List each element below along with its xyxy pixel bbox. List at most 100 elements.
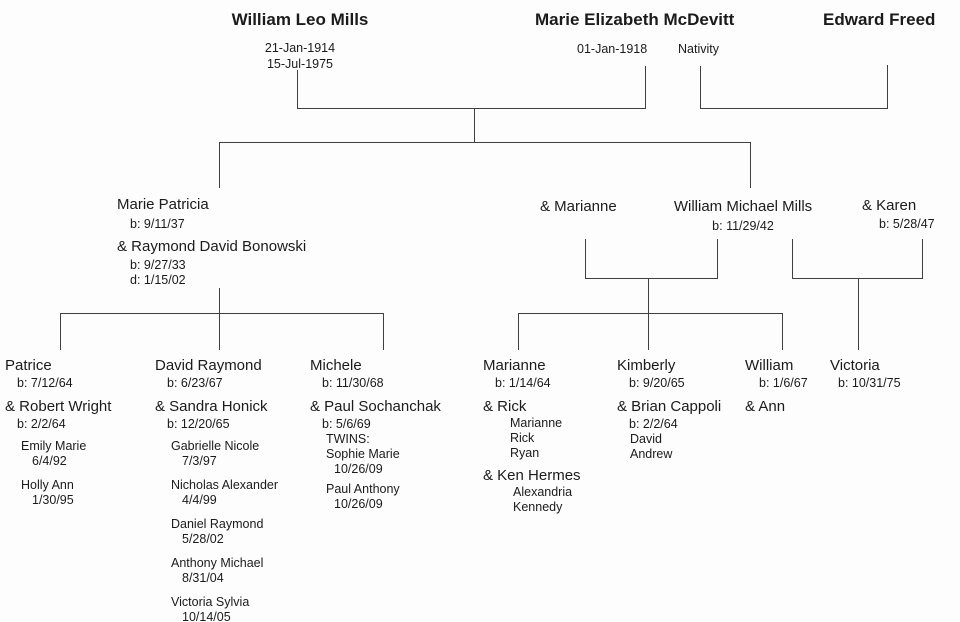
person-name: David Raymond [155,357,262,374]
birth-date: 01-Jan-1918 [577,42,648,56]
person-marie-patricia-block: Marie Patricia b: 9/11/37 & Raymond Davi… [117,195,306,288]
spouse2-name: & Ken Hermes [483,467,581,484]
line-bonowski-sibling-bar [60,313,384,314]
spouse-birth-date: b: 12/20/65 [167,417,230,431]
child-birth-date: 8/31/04 [182,571,224,585]
birth-date: b: 11/29/42 [712,219,774,233]
line-to-william [782,313,783,350]
person-kimberly-block: Kimberly b: 9/20/65 & Brian Cappoli b: 2… [617,356,721,462]
child-name: Nicholas Alexander [171,478,279,492]
birth-date: b: 1/6/67 [759,376,808,390]
child-name: Daniel Raymond [171,517,264,531]
line-edward-freed-drop [887,65,888,108]
child-birth-date: 10/26/09 [334,462,383,476]
child-birth-date: 4/4/99 [182,493,217,507]
child-entry: Nicholas Alexander 4/4/99 [155,478,278,508]
children-list: Emily Marie 6/4/92 Holly Ann 1/30/95 [5,439,111,508]
child-name: Sophie Marie [326,447,400,461]
child-birth-date: 10/14/05 [182,610,231,622]
line-marriage3-horizontal [585,278,718,279]
person-david-raymond-block: David Raymond b: 6/23/67 & Sandra Honick… [155,356,278,622]
person-edward-freed: Edward Freed [823,10,936,29]
line-nativity-drop [700,66,701,108]
line-marriage1-horizontal [297,108,646,109]
person-william-michael-mills-block: William Michael Mills b: 11/29/42 [667,197,819,234]
spouse-birth-date: b: 2/2/64 [629,417,678,431]
line-marriage3-children-drop [648,278,649,313]
person-karen-block: & Karen b: 5/28/47 [862,196,935,232]
spouse-birth-date: b: 2/2/64 [17,417,66,431]
line-to-michele [383,313,384,350]
person-name: Marie Patricia [117,196,209,213]
birth-date: b: 1/14/64 [495,376,551,390]
person-name: & Karen [862,197,917,214]
child-name: Ryan [510,446,540,460]
line-william-michael-right-drop [792,239,793,278]
children-list: Gabrielle Nicole 7/3/97 Nicholas Alexand… [155,439,278,622]
line-william-leo-drop [297,70,298,108]
child-birth-date: 10/26/09 [334,497,383,511]
child-entry: Gabrielle Nicole 7/3/97 [155,439,278,469]
child-name: Kennedy [513,500,563,514]
person-name: Kimberly [617,357,676,374]
child-birth-date: 6/4/92 [32,454,67,468]
spouse-name: & Robert Wright [5,398,112,415]
child-birth-date: 1/30/95 [32,493,74,507]
person-name: Victoria [830,357,880,374]
spouse-name: & Sandra Honick [155,398,268,415]
child-entry: Anthony Michael 8/31/04 [155,556,278,586]
child-entry: Emily Marie 6/4/92 [5,439,111,469]
child-name: Alexandria [513,485,573,499]
line-marriage2-horizontal [700,108,888,109]
birth-date: b: 10/31/75 [838,376,901,390]
spouse-name: & Paul Sochanchak [310,398,441,415]
child-entry: Victoria Sylvia 10/14/05 [155,595,278,622]
child-entry: Holly Ann 1/30/95 [5,478,111,508]
line-to-kimberly [648,313,649,350]
person-name: Marie Elizabeth McDevitt [535,10,735,29]
line-gen2-sibling-bar [219,142,751,143]
person-name: William Leo Mills [231,10,369,29]
person-name: William [745,357,794,374]
death-date: 15-Jul-1975 [266,57,333,71]
line-marianne-spouse-drop [585,239,586,278]
birth-date: b: 11/30/68 [322,376,384,390]
spouse-name: & Raymond David Bonowski [117,238,307,255]
child-name: David [630,432,662,446]
birth-date: b: 9/11/37 [130,217,185,231]
line-to-victoria [858,278,859,350]
birth-date: 21-Jan-1914 [264,41,336,55]
line-to-david-raymond [219,313,220,350]
line-marriage1-children-drop [474,108,475,142]
child-name: Anthony Michael [171,556,264,570]
line-to-marianne [518,313,519,350]
line-marie-elizabeth-drop [645,66,646,108]
birth-date: b: 6/23/67 [167,376,223,390]
spouse1-name: & Rick [483,398,527,415]
spouse-name: & Ann [745,398,786,415]
line-bonowski-children-drop [219,288,220,313]
line-to-marie-patricia [219,142,220,188]
child-name: Marianne [510,416,563,430]
spouse-death-date: d: 1/15/02 [130,273,186,287]
person-william-leo-mills: William Leo Mills 21-Jan-1914 15-Jul-197… [225,10,375,72]
person-name: William Michael Mills [673,198,813,215]
child-name: Victoria Sylvia [171,595,250,609]
child-name: Gabrielle Nicole [171,439,260,453]
person-william-block: William b: 1/6/67 & Ann [745,356,808,416]
person-name: Patrice [5,357,52,374]
line-to-patrice [60,313,61,350]
person-name: Marianne [483,357,546,374]
child-name: Rick [510,431,535,445]
person-name: Michele [310,357,362,374]
line-william-michael-left-drop [717,239,718,278]
child-name: Emily Marie [21,439,87,453]
birth-date: b: 5/28/47 [879,217,935,231]
child-birth-date: 5/28/02 [182,532,224,546]
spouse-name: & Brian Cappoli [617,398,722,415]
line-marriage3-sibling-bar [518,313,783,314]
birth-date: b: 9/20/65 [629,376,685,390]
line-karen-drop [922,239,923,278]
child-birth-date: 7/3/97 [182,454,217,468]
